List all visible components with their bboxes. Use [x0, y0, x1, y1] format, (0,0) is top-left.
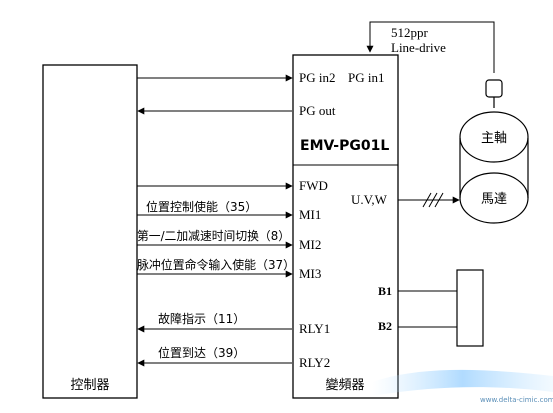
- terminal-rly2: RLY2: [299, 355, 330, 370]
- pg-card-model: EMV-PG01L: [300, 138, 389, 154]
- signal-in-position: 位置到达（39）: [158, 345, 245, 360]
- watermark-swoosh: [372, 369, 553, 396]
- drive-box: [292, 54, 399, 399]
- motor-label: 馬達: [481, 192, 507, 207]
- controller-box: [42, 64, 138, 399]
- terminal-pg-in1: PG in1: [348, 70, 384, 85]
- spindle-label: 主軸: [481, 131, 507, 146]
- terminal-rly1: RLY1: [299, 321, 330, 336]
- encoder-resolution: 512ppr: [391, 25, 429, 40]
- spindle-ellipse: [459, 111, 529, 163]
- terminal-mi2: MI2: [299, 237, 321, 252]
- signal-pos-ctrl-enable: 位置控制使能（35）: [146, 199, 257, 214]
- motor-ellipse: [459, 172, 529, 224]
- terminal-pg-in2: PG in2: [299, 70, 335, 85]
- terminal-b2: B2: [378, 319, 392, 333]
- terminal-b1: B1: [378, 284, 392, 298]
- terminal-uvw: U.V,W: [351, 192, 388, 207]
- encoder-output-type: Line-drive: [391, 40, 446, 55]
- brake-resistor: [456, 269, 484, 347]
- motor-body: [460, 115, 528, 219]
- signal-accel-switch: 第一/二加减速时间切换（8）: [137, 229, 290, 243]
- terminal-pg-out: PG out: [299, 103, 336, 118]
- wire-encoder-feedback: [366, 21, 495, 73]
- signal-pulse-cmd-enable: 脉冲位置命令输入使能（37）: [137, 257, 295, 272]
- terminal-mi1: MI1: [299, 207, 321, 222]
- encoder-body: [485, 79, 503, 98]
- controller-label: 控制器: [70, 378, 109, 393]
- three-phase-ticks: [422, 192, 444, 208]
- terminal-mi3: MI3: [299, 266, 321, 281]
- terminal-fwd: FWD: [299, 178, 328, 193]
- watermark: www.delta-cimic.com: [480, 396, 553, 404]
- drive-label: 變頻器: [325, 377, 364, 393]
- signal-fault: 故障指示（11）: [158, 311, 245, 326]
